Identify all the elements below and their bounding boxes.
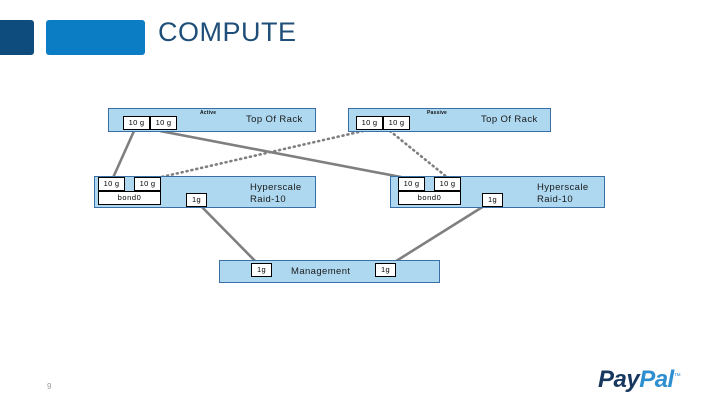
node-passive-sublabel: Passive [427,110,448,116]
paypal-logo-trademark: ™ [673,373,681,380]
paypal-logo-pay: Pay [598,366,640,393]
port-hyperscale-left-10g-a[interactable]: 10 g [98,177,125,191]
edge-left-to-management [195,200,262,268]
port-hyperscale-left-10g-b[interactable]: 10 g [134,177,161,191]
header-accent-block-dark [0,20,34,55]
paypal-logo-pal: Pal [639,366,674,393]
edge-active-to-left [110,130,136,181]
port-management-1g-b[interactable]: 1g [375,263,396,277]
port-passive-10g-b[interactable]: 10 g [383,116,410,130]
edge-passive-to-right [388,129,450,180]
node-passive-label: Top Of Rack [481,114,538,125]
page-title: COMPUTE [158,17,297,47]
node-hyperscale-left-label: Hyperscale Raid-10 [250,182,302,205]
paypal-logo: PayPal™ [598,366,710,393]
port-passive-10g-a[interactable]: 10 g [356,116,383,130]
header-accent-block-light [46,20,145,55]
edge-active-to-right [159,129,407,180]
page-number: 9 [47,382,52,391]
node-active-label: Top Of Rack [246,114,303,125]
port-hyperscale-left-mgmt-1g[interactable]: 1g [186,193,207,207]
bond-hyperscale-right[interactable]: bond0 [398,191,461,205]
node-active-sublabel: Active [200,110,217,116]
port-hyperscale-right-10g-b[interactable]: 10 g [434,177,461,191]
edge-passive-to-left [155,129,365,180]
port-active-10g-a[interactable]: 10 g [123,116,150,130]
node-management-label: Management [291,266,351,277]
port-hyperscale-right-mgmt-1g[interactable]: 1g [482,193,503,207]
port-hyperscale-right-10g-a[interactable]: 10 g [398,177,425,191]
edge-right-to-management [384,199,493,270]
port-management-1g-a[interactable]: 1g [251,263,272,277]
node-hyperscale-right-label: Hyperscale Raid-10 [537,182,589,205]
bond-hyperscale-left[interactable]: bond0 [98,191,161,205]
port-active-10g-b[interactable]: 10 g [150,116,177,130]
